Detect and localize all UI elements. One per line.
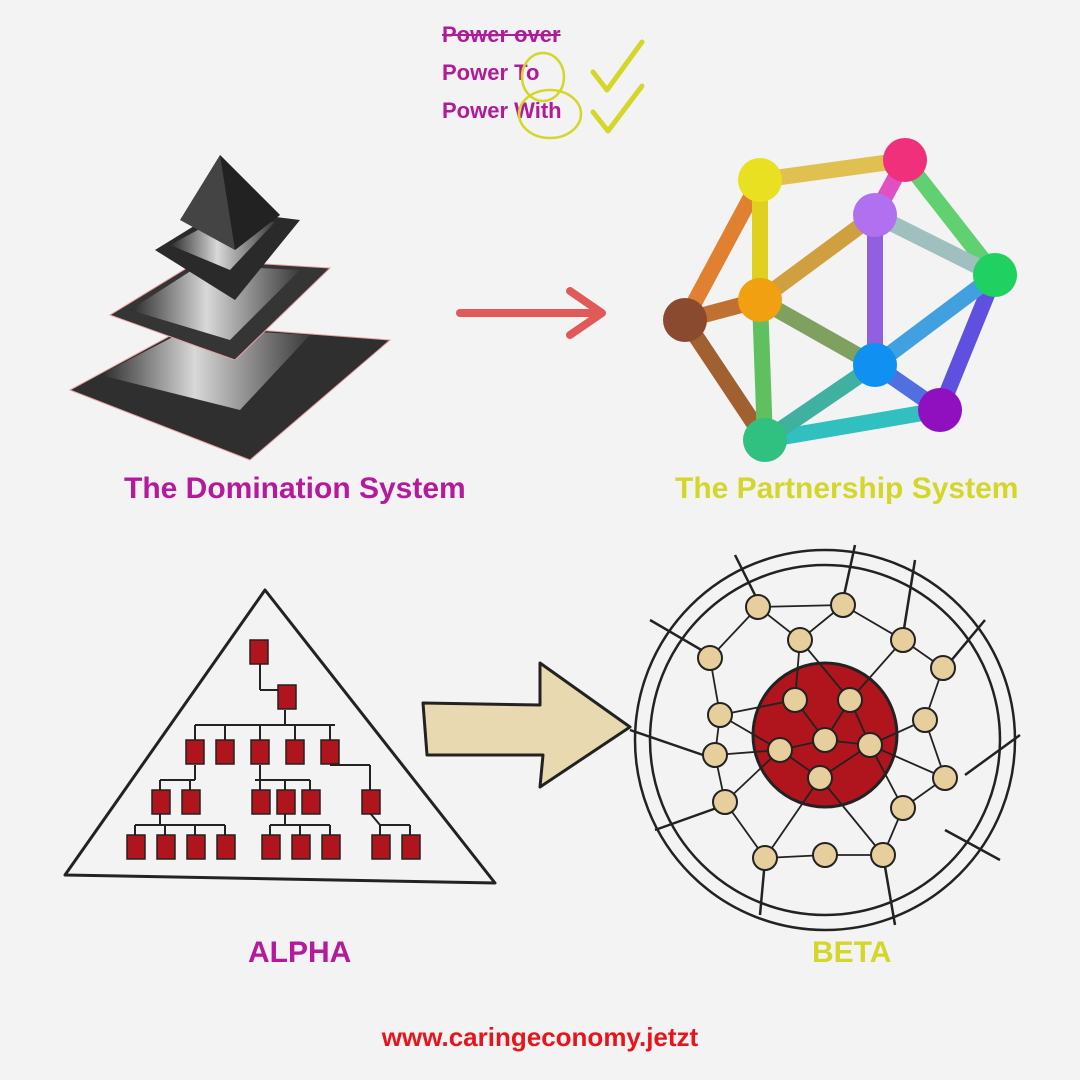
circle-with-annotation xyxy=(517,88,583,140)
partnership-label: The Partnership System xyxy=(675,472,1019,505)
checkmark-icon xyxy=(590,39,645,93)
beta-network-icon xyxy=(629,544,1021,932)
thick-arrow-icon xyxy=(421,661,632,789)
arrow-right-icon xyxy=(456,287,606,339)
alpha-label: ALPHA xyxy=(248,936,352,969)
partnership-network-icon xyxy=(663,138,1017,462)
website-link[interactable]: www.caringeconomy.jetzt xyxy=(381,1022,699,1052)
power-annotations xyxy=(517,39,645,140)
domination-label: The Domination System xyxy=(124,472,466,505)
checkmark-icon xyxy=(590,83,645,134)
power-over-text: Power over xyxy=(442,22,561,47)
pyramid-icon xyxy=(68,155,392,461)
hierarchy-triangle-icon xyxy=(63,588,497,885)
beta-label: BETA xyxy=(812,936,892,969)
circle-to-annotation xyxy=(520,51,566,103)
